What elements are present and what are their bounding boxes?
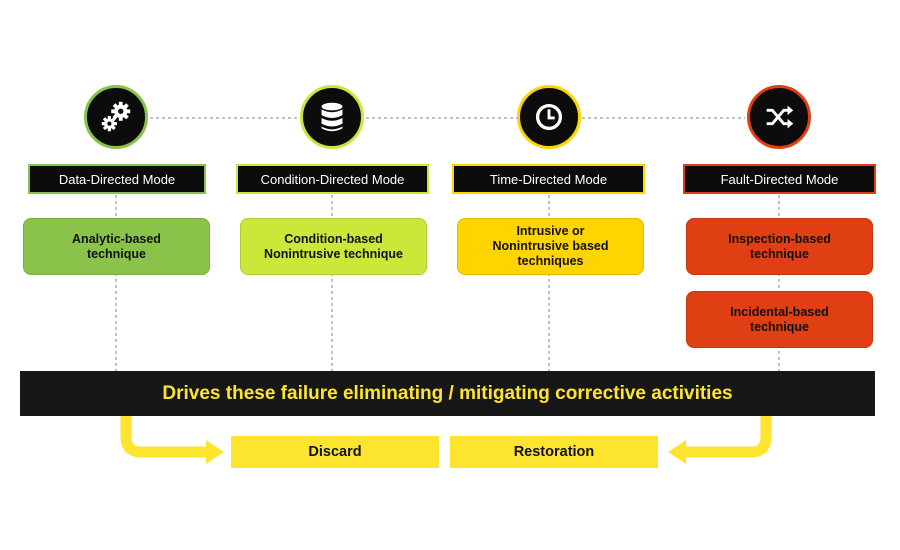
database-icon — [300, 85, 364, 149]
technique-analytic-line1: Analytic-based — [72, 231, 161, 246]
technique-analytic-line2: technique — [86, 246, 147, 261]
shuffle-icon — [747, 85, 811, 149]
technique-condition-line2: Nonintrusive technique — [264, 246, 403, 261]
discard-box: Discard — [231, 436, 439, 468]
technique-inspection-line1: Inspection-based — [728, 231, 831, 246]
technique-incidental-line2: technique — [749, 319, 810, 334]
gears-icon — [84, 85, 148, 149]
technique-time: Intrusive or Nonintrusive based techniqu… — [457, 218, 644, 275]
mode-label-fault-directed: Fault-Directed Mode — [683, 164, 876, 194]
mode-label-time-directed: Time-Directed Mode — [452, 164, 645, 194]
technique-time-line3: techniques — [517, 254, 584, 268]
mode-label-condition-directed: Condition-Directed Mode — [236, 164, 429, 194]
mode-label-data-directed: Data-Directed Mode — [28, 164, 206, 194]
left-arrow-head — [206, 440, 224, 464]
right-arrow-head — [668, 440, 686, 464]
technique-analytic: Analytic-based technique — [23, 218, 210, 275]
drive-bar: Drives these failure eliminating / mitig… — [20, 371, 875, 416]
technique-condition: Condition-based Nonintrusive technique — [240, 218, 427, 275]
left-flow-arrow — [120, 416, 208, 458]
technique-time-line2: Nonintrusive based — [492, 239, 609, 253]
drive-bar-text: Drives these failure eliminating / mitig… — [162, 382, 733, 404]
restoration-box: Restoration — [450, 436, 658, 468]
technique-incidental-line1: Incidental-based — [730, 304, 829, 319]
technique-incidental: Incidental-based technique — [686, 291, 873, 348]
clock-icon — [517, 85, 581, 149]
right-flow-arrow — [684, 416, 772, 458]
technique-inspection-line2: technique — [749, 246, 810, 261]
technique-inspection: Inspection-based technique — [686, 218, 873, 275]
technique-time-line1: Intrusive or — [516, 224, 585, 238]
technique-condition-line1: Condition-based — [284, 231, 383, 246]
